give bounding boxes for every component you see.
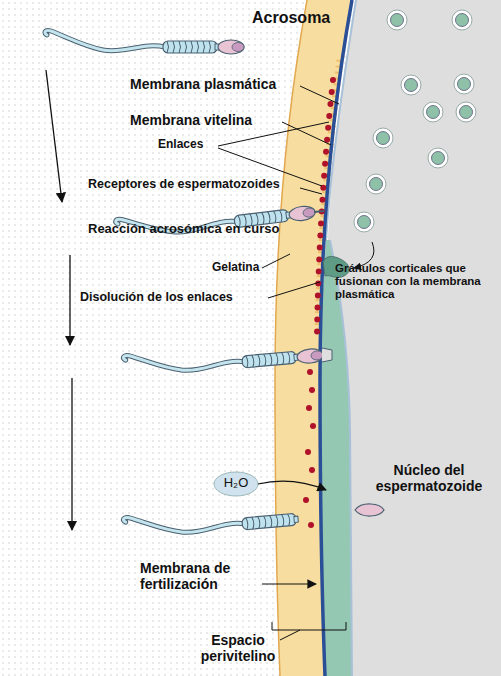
leader-line — [300, 86, 339, 104]
part-label: Enlaces — [158, 138, 228, 152]
sperm — [123, 341, 298, 379]
bond-dot — [310, 423, 316, 429]
part-label: Gránulos corticales que fusionan con la … — [335, 262, 501, 302]
part-label: Receptores de espermatozoides — [88, 177, 323, 191]
cortical-granule — [456, 102, 476, 122]
leader-lines — [218, 86, 374, 640]
bond-dot — [305, 449, 311, 455]
leader-line — [268, 282, 320, 298]
perivitelline-space — [320, 240, 352, 676]
bond-dot — [303, 497, 309, 503]
granule-ring — [373, 128, 393, 148]
sperm-tail — [123, 503, 298, 541]
part-label: Núcleo del espermatozoide — [360, 462, 498, 494]
granule-core — [391, 14, 404, 27]
jelly-edge — [275, 0, 307, 676]
part-label: Membrana vitelina — [130, 112, 300, 128]
granule-core — [405, 79, 418, 92]
bonds — [317, 80, 333, 335]
cortical-granule — [454, 74, 474, 94]
cortical-granule — [428, 148, 448, 168]
cortical-granule — [354, 212, 374, 232]
granule-ring — [354, 212, 374, 232]
granule-ring — [452, 10, 472, 30]
bond-dot — [306, 405, 312, 411]
granule-ring — [366, 174, 386, 194]
cortical-granule — [366, 174, 386, 194]
granule-core — [432, 152, 445, 165]
cortical-granule — [401, 75, 421, 95]
egg-cytoplasm — [324, 0, 501, 676]
plasma-membrane — [326, 0, 356, 240]
cortical-granules — [354, 10, 476, 232]
granule-core — [358, 216, 371, 229]
vitelline-membrane — [320, 0, 352, 676]
cortical-granule — [387, 10, 407, 30]
sperm — [296, 348, 323, 364]
space-bracket — [272, 622, 346, 640]
released-bonds — [303, 369, 316, 528]
pointer-arrow — [262, 583, 316, 584]
step-arrow — [69, 255, 70, 345]
granule-ring — [456, 102, 476, 122]
bond-dot — [307, 369, 313, 375]
cortical-granule — [452, 10, 472, 30]
part-label: Membrana de fertilización — [140, 560, 265, 592]
part-label: Membrana plasmática — [130, 76, 315, 92]
part-label: Disolución de los enlaces — [80, 290, 320, 304]
granule-core — [377, 132, 390, 145]
part-label: Reacción acrosómica en curso — [88, 222, 320, 237]
egg-plasma-membrane — [330, 240, 352, 676]
part-label: Acrosoma — [252, 9, 362, 27]
cortical-granule — [423, 102, 443, 122]
cortical-granule — [373, 128, 393, 148]
step-arrow — [46, 70, 62, 202]
granule-ring — [423, 102, 443, 122]
granule-ring — [387, 10, 407, 30]
sperm — [218, 40, 244, 54]
leader-line — [282, 122, 331, 145]
fertilization-cone — [322, 348, 332, 362]
water-blob — [214, 472, 258, 496]
acrosomal-process — [314, 211, 324, 212]
granule-core — [456, 14, 469, 27]
sperm-nucleus — [355, 504, 384, 516]
granule-core — [370, 178, 383, 191]
granule-core — [460, 106, 473, 119]
leader-line — [300, 188, 322, 194]
sperm — [45, 30, 219, 53]
part-label: H₂O — [216, 476, 256, 491]
part-label: Gelatina — [212, 261, 282, 275]
part-label: Espacio perivitelino — [186, 632, 290, 664]
bond-dot — [308, 522, 314, 528]
granule-ring — [401, 75, 421, 95]
granule-ring — [454, 74, 474, 94]
step-arrow — [71, 378, 72, 530]
bond-dot — [309, 387, 315, 393]
water-arrow — [258, 481, 326, 490]
sperm — [288, 205, 316, 222]
bond-dot — [309, 467, 315, 473]
leader-line — [262, 254, 290, 268]
granule-core — [427, 106, 440, 119]
granule-ring — [428, 148, 448, 168]
granule-core — [458, 78, 471, 91]
